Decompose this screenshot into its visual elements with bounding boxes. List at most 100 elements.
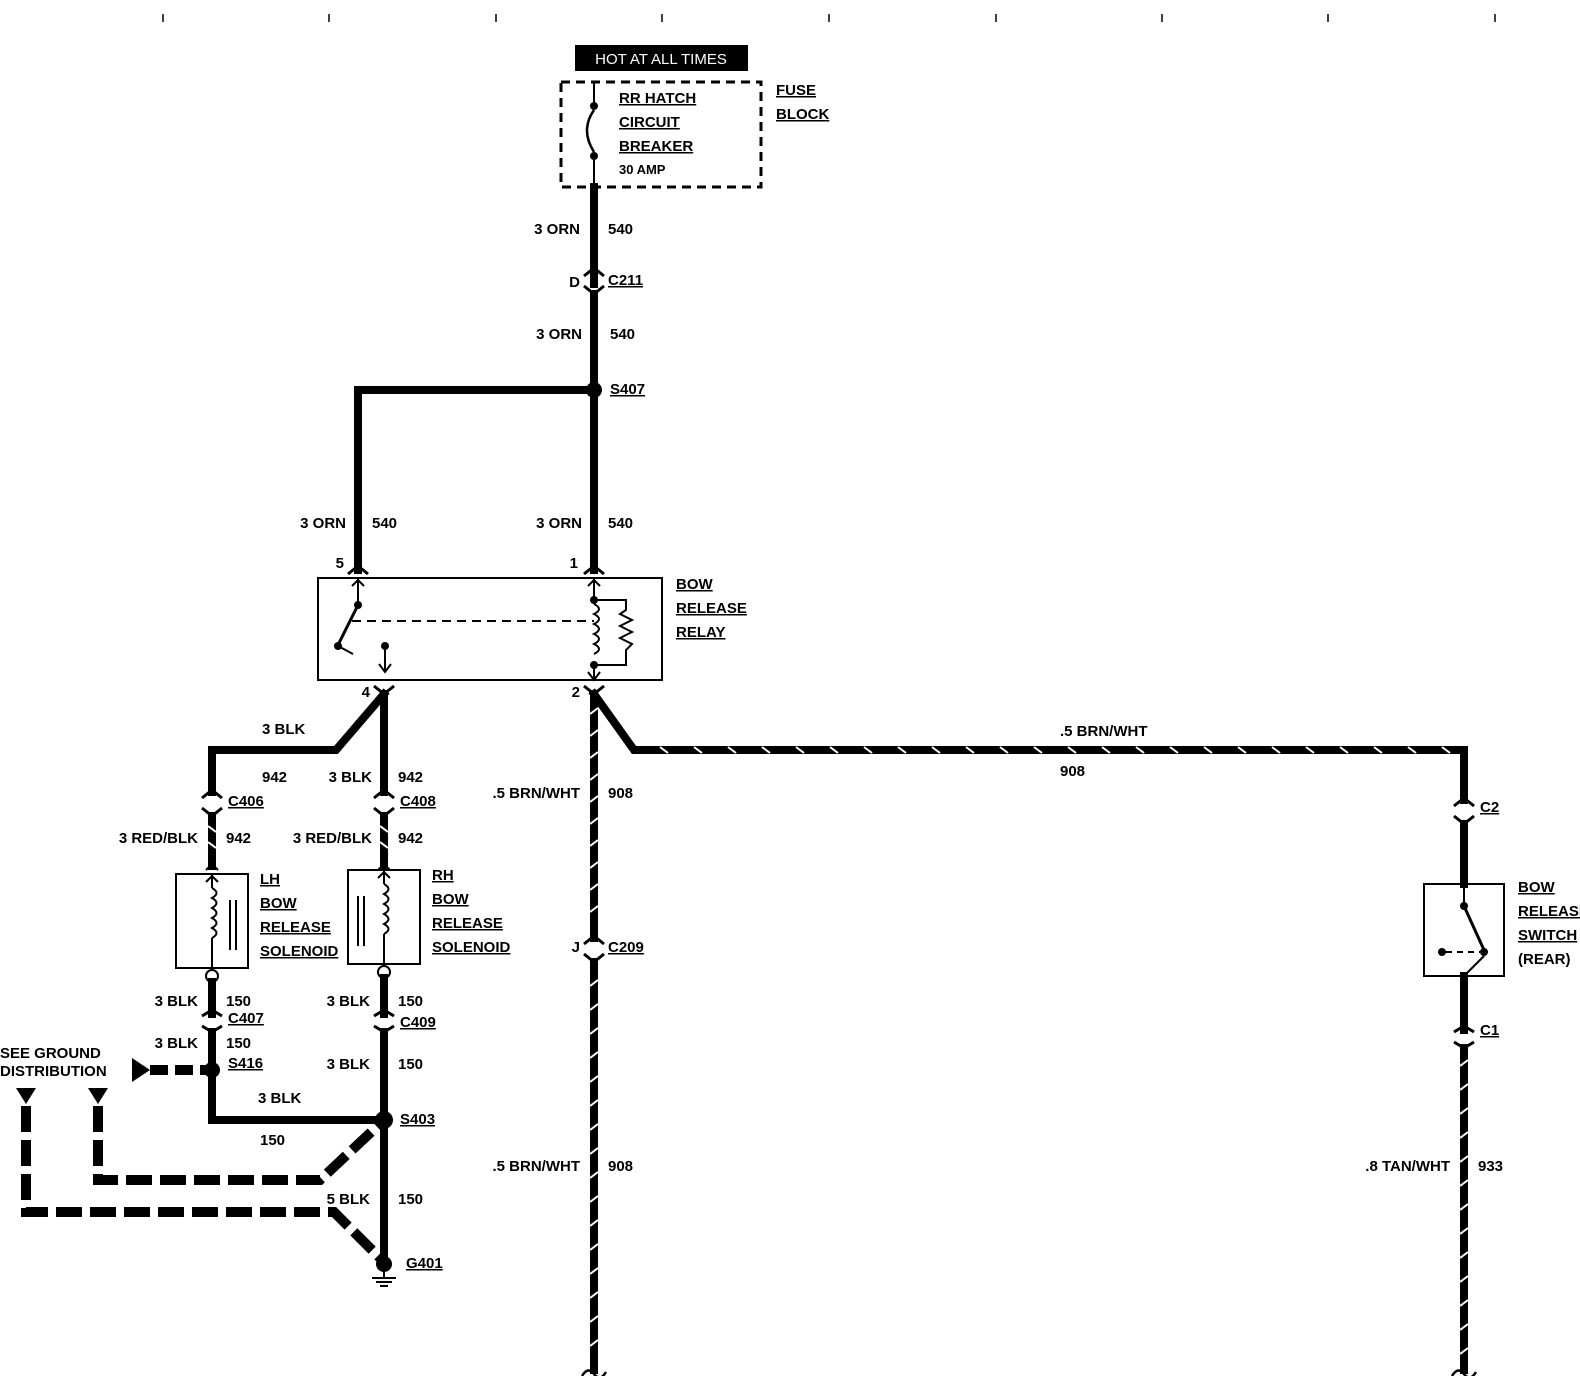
c408-label: C408 bbox=[400, 793, 436, 810]
wire-908-3-gauge: .5 BRN/WHT bbox=[493, 1158, 581, 1175]
wire-540-feed-gauge: 3 ORN bbox=[534, 221, 580, 238]
wire-540-3-num: 540 bbox=[372, 515, 397, 532]
wire-5blk-num: 150 bbox=[398, 1191, 423, 1208]
relay-label-2: RELEASE bbox=[676, 600, 747, 617]
wire-942-lh-gauge: 3 BLK bbox=[262, 721, 306, 738]
page-ticks bbox=[162, 14, 1496, 22]
c211-pin: D bbox=[569, 274, 580, 291]
fuse-block-outline bbox=[559, 80, 763, 189]
rh-coil-icon bbox=[357, 870, 391, 964]
wire-908-2-gauge: .5 BRN/WHT bbox=[1060, 723, 1148, 740]
switch-label-1: BOW bbox=[1518, 879, 1556, 896]
wire-150-lh1-num: 150 bbox=[226, 993, 251, 1010]
wire-150-rh2-gauge: 3 BLK bbox=[327, 1056, 371, 1073]
fuse-block-label-1: FUSE bbox=[776, 82, 816, 99]
rh-label-1: RH bbox=[432, 867, 454, 884]
circuit-breaker-icon bbox=[585, 82, 598, 187]
rh-label-4: SOLENOID bbox=[432, 939, 511, 956]
relay-pin1: 1 bbox=[570, 555, 578, 572]
ground-ref-label-2: DISTRIBUTION bbox=[0, 1063, 107, 1080]
ground-g401 bbox=[376, 1256, 392, 1272]
wire-908-down-stripes bbox=[589, 707, 599, 913]
rh-label-2: BOW bbox=[432, 891, 470, 908]
wire-942-lh bbox=[208, 688, 390, 796]
wire-540-feed-num: 540 bbox=[608, 221, 633, 238]
fuse-rating: 30 AMP bbox=[619, 162, 666, 177]
wire-942-rh-gauge: 3 BLK bbox=[329, 769, 373, 786]
wire-933-num: 933 bbox=[1478, 1158, 1503, 1175]
wire-150-lh3-gauge: 3 BLK bbox=[258, 1090, 302, 1107]
g401-label: G401 bbox=[406, 1255, 443, 1272]
wire-908-1-gauge: .5 BRN/WHT bbox=[493, 785, 581, 802]
ground-dist-arrow-1-icon bbox=[88, 1088, 108, 1104]
wire-540-4-num: 540 bbox=[608, 515, 633, 532]
c407-label: C407 bbox=[228, 1010, 264, 1027]
wire-908-3-num: 908 bbox=[608, 1158, 633, 1175]
hot-banner bbox=[575, 45, 748, 71]
wire-5blk-gauge: 5 BLK bbox=[327, 1191, 371, 1208]
ground-dist-wire-2 bbox=[21, 1106, 388, 1266]
relay-label-1: BOW bbox=[676, 576, 714, 593]
ground-dist-wire-1 bbox=[93, 1106, 388, 1185]
relay-pin2: 2 bbox=[572, 684, 580, 701]
fuse-block-label-2: BLOCK bbox=[776, 106, 829, 123]
wire-540-3-gauge: 3 ORN bbox=[300, 515, 346, 532]
ground-symbol-icon bbox=[372, 1270, 396, 1287]
relay-pin1-connector bbox=[583, 564, 605, 576]
wire-150-rh1-num: 150 bbox=[398, 993, 423, 1010]
wire-942-rh-num: 942 bbox=[398, 769, 423, 786]
switch-label-3: SWITCH bbox=[1518, 927, 1577, 944]
relay-pin5: 5 bbox=[336, 555, 344, 572]
wire-150-lh2-gauge: 3 BLK bbox=[155, 1035, 199, 1052]
relay-box bbox=[317, 577, 663, 681]
lh-label-3: RELEASE bbox=[260, 919, 331, 936]
switch-label-2: RELEASE bbox=[1518, 903, 1580, 920]
c409-label: C409 bbox=[400, 1014, 436, 1031]
wire-908-across bbox=[588, 688, 1468, 804]
rh-label-3: RELEASE bbox=[432, 915, 503, 932]
wire-red-blk-lh-gauge: 3 RED/BLK bbox=[119, 830, 198, 847]
wire-150-rh1-gauge: 3 BLK bbox=[327, 993, 371, 1010]
lh-label-4: SOLENOID bbox=[260, 943, 339, 960]
switch-label-4: (REAR) bbox=[1518, 951, 1571, 968]
fuse-label-1: RR HATCH bbox=[619, 90, 696, 107]
wire-540-4-gauge: 3 ORN bbox=[536, 515, 582, 532]
wire-908-2-num: 908 bbox=[1060, 763, 1085, 780]
ground-dist-arrow-2-icon bbox=[16, 1088, 36, 1104]
wire-933-stripes bbox=[1459, 1059, 1469, 1355]
relay-switch-icon bbox=[334, 578, 594, 674]
wire-540-2-num: 540 bbox=[610, 326, 635, 343]
wire-933-gauge: .8 TAN/WHT bbox=[1365, 1158, 1450, 1175]
wire-red-blk-rh-num: 942 bbox=[398, 830, 423, 847]
wire-942-lh-num: 942 bbox=[262, 769, 287, 786]
fuse-label-2: CIRCUIT bbox=[619, 114, 680, 131]
wire-908-lower-stripes bbox=[589, 979, 599, 1347]
switch-icon bbox=[1438, 884, 1488, 977]
wire-908-across-stripes bbox=[659, 746, 1451, 754]
c406-label: C406 bbox=[228, 793, 264, 810]
wire-red-blk-lh-num: 942 bbox=[226, 830, 251, 847]
wire-150-lh1-gauge: 3 BLK bbox=[155, 993, 199, 1010]
c209-label: C209 bbox=[608, 939, 644, 956]
s403-label: S403 bbox=[400, 1111, 435, 1128]
wire-933-continuation-icon bbox=[1450, 1369, 1478, 1376]
wire-150-rh2-num: 150 bbox=[398, 1056, 423, 1073]
relay-label-3: RELAY bbox=[676, 624, 725, 641]
hot-banner-text: HOT AT ALL TIMES bbox=[595, 51, 727, 68]
c1-label: C1 bbox=[1480, 1022, 1499, 1039]
relay-pin5-connector bbox=[347, 564, 369, 576]
c211-label: C211 bbox=[608, 272, 643, 289]
wire-540-2-gauge: 3 ORN bbox=[536, 326, 582, 343]
ground-ref-arrow-icon bbox=[132, 1058, 150, 1082]
s416-label: S416 bbox=[228, 1055, 263, 1072]
fuse-label-3: BREAKER bbox=[619, 138, 693, 155]
wire-150-lh3-num: 150 bbox=[260, 1132, 285, 1149]
lh-label-2: BOW bbox=[260, 895, 298, 912]
c2-label: C2 bbox=[1480, 799, 1499, 816]
wire-red-blk-rh-gauge: 3 RED/BLK bbox=[293, 830, 372, 847]
lh-coil-icon bbox=[205, 874, 237, 968]
c209-pin: J bbox=[572, 939, 580, 956]
s407-label: S407 bbox=[610, 381, 645, 398]
lh-label-1: LH bbox=[260, 871, 280, 888]
